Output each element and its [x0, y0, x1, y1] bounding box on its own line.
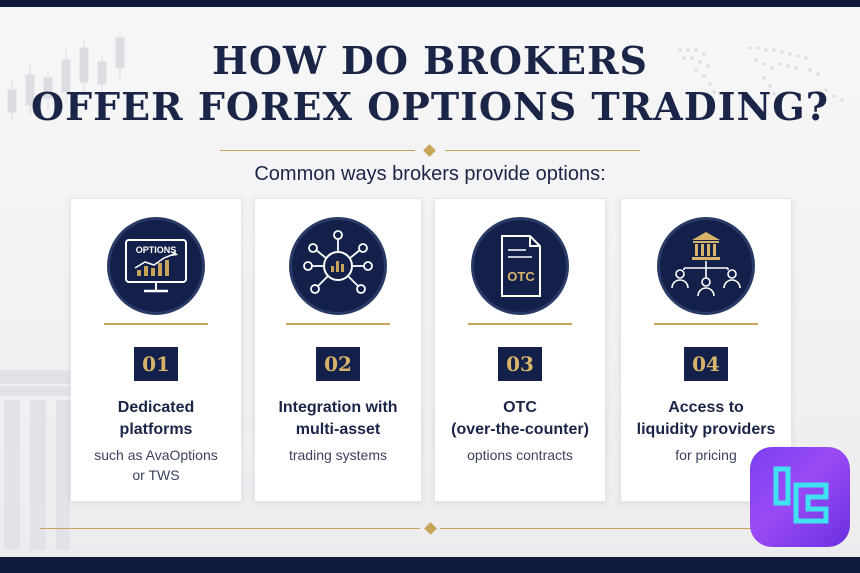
card-title-line-2: liquidity providers — [636, 421, 776, 438]
card-number: 04 — [684, 347, 728, 381]
card-gold-line — [286, 323, 390, 325]
card-desc-line-1: trading systems — [288, 447, 388, 463]
card-desc-line-1: such as AvaOptions — [94, 447, 218, 463]
brand-logo — [750, 447, 850, 547]
card-title-line-2: platforms — [119, 421, 193, 438]
bottom-divider — [40, 522, 820, 536]
card-otc: OTC 03 OTC (over-the-counter) options co… — [434, 198, 606, 502]
card-title: Access to liquidity providers — [621, 397, 791, 441]
world-map-background-icon — [678, 46, 844, 102]
title-line-2: OFFER FOREX OPTIONS TRADING? — [31, 84, 829, 129]
bank-people-icon — [657, 217, 755, 315]
card-gold-line — [654, 323, 758, 325]
diamond-icon — [424, 522, 437, 535]
card-title-line-2: (over-the-counter) — [451, 421, 589, 438]
card-title-line-1: Dedicated — [117, 399, 195, 416]
page-title: HOW DO BROKERS OFFER FOREX OPTIONS TRADI… — [0, 38, 860, 130]
subtitle: Common ways brokers provide options: — [254, 163, 606, 185]
card-number: 02 — [316, 347, 360, 381]
card-multi-asset: 02 Integration with multi-asset trading … — [254, 198, 422, 502]
card-description: trading systems — [255, 445, 421, 465]
logo-mark-icon — [773, 466, 829, 524]
card-title-line-1: Access to — [668, 399, 744, 416]
icon-options-text: OPTIONS — [136, 245, 177, 255]
title-line-1: HOW DO BROKERS — [211, 38, 648, 83]
monitor-chart-icon: OPTIONS — [107, 217, 205, 315]
card-description: for pricing — [621, 445, 791, 465]
card-desc-line-1: options contracts — [467, 447, 573, 463]
card-title: OTC (over-the-counter) — [435, 397, 605, 441]
columns-background-icon — [0, 370, 72, 550]
title-divider — [220, 144, 640, 158]
card-desc-line-2: or TWS — [132, 467, 180, 483]
card-title-line-1: Integration with — [278, 399, 398, 416]
card-desc-line-1: for pricing — [675, 447, 737, 463]
top-bar — [0, 0, 860, 7]
card-number: 03 — [498, 347, 542, 381]
card-title: Integration with multi-asset — [255, 397, 421, 441]
diamond-icon — [423, 144, 436, 157]
network-hub-icon — [289, 217, 387, 315]
icon-otc-text: OTC — [507, 269, 535, 284]
card-description: options contracts — [435, 445, 605, 465]
candlestick-background-icon — [7, 30, 125, 120]
card-description: such as AvaOptions or TWS — [71, 445, 241, 485]
card-number: 01 — [134, 347, 178, 381]
card-title: Dedicated platforms — [71, 397, 241, 441]
document-icon: OTC — [471, 217, 569, 315]
card-title-line-2: multi-asset — [295, 421, 381, 438]
card-title-line-1: OTC — [503, 399, 537, 416]
card-dedicated-platforms: OPTIONS 01 Dedicated platforms such as A… — [70, 198, 242, 502]
card-gold-line — [468, 323, 572, 325]
card-gold-line — [104, 323, 208, 325]
bottom-bar — [0, 557, 860, 573]
